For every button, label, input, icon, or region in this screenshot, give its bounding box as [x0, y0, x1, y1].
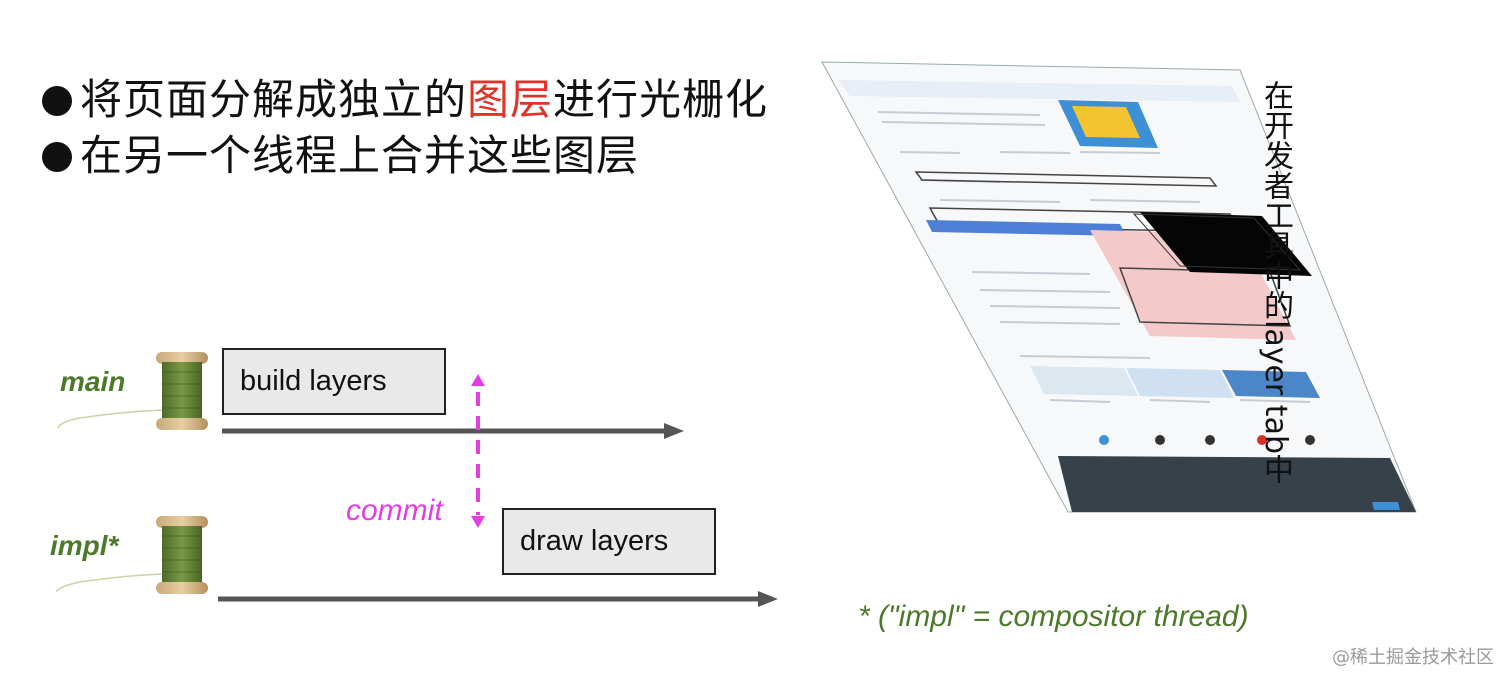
footnote: * ("impl" = compositor thread) [858, 600, 1249, 633]
impl-timeline-arrow [218, 591, 778, 607]
bullet-1: 将页面分解成独立的图层进行光栅化 [42, 66, 768, 127]
main-thread-label: main [60, 366, 126, 397]
draw-layers-box: draw layers [502, 508, 716, 575]
bullet-2: 在另一个线程上合并这些图层 [42, 122, 639, 183]
bullet-1-tail: 进行光栅化 [553, 75, 769, 124]
bullet-1-text: 将页面分解成独立的 [80, 75, 468, 124]
impl-spool-icon [55, 516, 208, 594]
bullet-2-text: 在另一个线程上合并这些图层 [80, 131, 640, 180]
main-spool-icon [57, 352, 208, 430]
impl-thread-label: impl* [50, 530, 119, 561]
commit-label: commit [346, 494, 443, 527]
bullet-dot [42, 142, 72, 172]
main-timeline-arrow [222, 423, 684, 439]
watermark: @稀土掘金技术社区 [1332, 647, 1494, 668]
commit-arrow [471, 374, 485, 528]
devtools-layers-screenshot [821, 61, 1417, 513]
side-caption: 在开发者工具中的layer tab中 [1258, 80, 1293, 484]
build-layers-box: build layers [222, 348, 446, 415]
bullet-dot [42, 86, 72, 116]
bullet-1-highlight: 图层 [467, 75, 554, 124]
